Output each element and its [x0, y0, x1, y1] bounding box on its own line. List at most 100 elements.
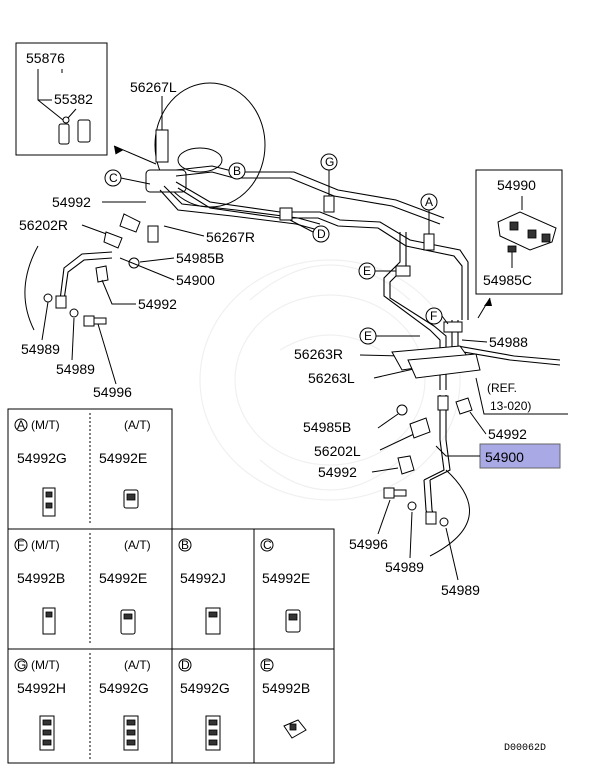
hose-clip-left [95, 265, 109, 283]
letter-marker-F[interactable]: F [425, 307, 443, 325]
callout-56267L[interactable]: 56267L [130, 79, 177, 95]
washer-icon [407, 501, 417, 511]
hose-end-fitting [55, 295, 67, 309]
banjo-bolt-washer [128, 257, 140, 269]
washer-icon [439, 517, 449, 527]
callout-54992-right-top[interactable]: 54992 [488, 426, 527, 442]
hose-end-fitting [437, 395, 449, 411]
left-backing-plate [24, 245, 39, 331]
brake-booster [145, 82, 266, 208]
table-letter-G: G [17, 658, 26, 672]
clip-icon [42, 607, 136, 635]
svg-text:E: E [364, 329, 372, 343]
callout-54989-right-a[interactable]: 54989 [385, 559, 424, 575]
table-letter-D: D [181, 658, 190, 672]
callout-54985C[interactable]: 54985C [483, 272, 532, 288]
callout-54996-right[interactable]: 54996 [349, 536, 388, 552]
letter-marker-D[interactable]: D [312, 225, 330, 243]
callout-54992-left-top[interactable]: 54992 [52, 194, 91, 210]
callout-54985B-right[interactable]: 54985B [303, 419, 351, 435]
callout-56202L[interactable]: 56202L [314, 443, 361, 459]
table-letter-B: B [181, 538, 189, 552]
brake-pipes [159, 165, 561, 481]
table-part-54992B[interactable]: 54992B [17, 570, 65, 586]
callout-54900-left[interactable]: 54900 [176, 272, 215, 288]
table-part-54992G[interactable]: 54992G [17, 450, 67, 466]
table-letter-circle [260, 538, 274, 552]
table-label-mt: (M/T) [31, 418, 60, 432]
svg-text:B: B [233, 164, 241, 178]
table-letter-circle [14, 418, 28, 432]
table-part-54992E[interactable]: 54992E [99, 450, 147, 466]
hose-end-fitting [425, 511, 437, 525]
junction-block-icon [497, 211, 557, 251]
table-part-54992E[interactable]: 54992E [99, 570, 147, 586]
inset-arrow [113, 145, 157, 165]
letter-marker-G[interactable]: G [320, 153, 338, 171]
screw-54985C-icon [507, 245, 517, 253]
callout-56263R[interactable]: 56263R [294, 346, 343, 362]
letter-marker-C[interactable]: C [104, 169, 122, 187]
right-hose-bracket [409, 417, 431, 439]
svg-text:F: F [430, 309, 437, 323]
hose-clip-right-lower [397, 455, 415, 475]
callout-54996-left[interactable]: 54996 [93, 384, 132, 400]
table-part-54992B-e[interactable]: 54992B [262, 680, 310, 696]
callout-54989-right-b[interactable]: 54989 [441, 582, 480, 598]
svg-text:G: G [325, 155, 334, 169]
detail-box-55876 [15, 42, 108, 156]
callout-56202R[interactable]: 56202R [19, 217, 68, 233]
bleeder-screw-icon [58, 116, 91, 145]
table-part-54992G-g[interactable]: 54992G [99, 680, 149, 696]
table-label-at: (A/T) [124, 538, 151, 552]
washer-icon [396, 404, 408, 416]
clip-icon [205, 715, 221, 751]
bolt-icon-right [383, 487, 407, 499]
table-part-54992H[interactable]: 54992H [17, 680, 66, 696]
table-letter-E: E [263, 658, 271, 672]
callout-56267R[interactable]: 56267R [206, 229, 255, 245]
table-letter-circle [178, 658, 192, 672]
callout-56263L[interactable]: 56263L [308, 370, 355, 386]
reference-note: (REF. [487, 381, 517, 395]
table-letter-A: A [17, 418, 25, 432]
table-label-mt: (M/T) [31, 538, 60, 552]
letter-marker-A[interactable]: A [420, 193, 438, 211]
callout-54992-right-mid[interactable]: 54992 [318, 464, 357, 480]
highlighted-part-54900[interactable] [479, 443, 561, 469]
table-letter-circle [14, 658, 28, 672]
letter-marker-E-upper[interactable]: E [358, 262, 376, 280]
callout-54989-left-b[interactable]: 54989 [56, 361, 95, 377]
clip-icon [205, 607, 221, 635]
left-flex-hose [63, 257, 113, 301]
hose-clip-right [455, 397, 473, 415]
left-hose-bracket [103, 213, 159, 249]
callout-55876[interactable]: 55876 [26, 50, 65, 66]
letter-marker-E-lower[interactable]: E [359, 327, 377, 345]
letter-marker-B[interactable]: B [228, 162, 246, 180]
callout-54900-right[interactable]: 54900 [485, 449, 524, 465]
callout-54985B-left[interactable]: 54985B [176, 250, 224, 266]
svg-text:E: E [363, 264, 371, 278]
table-label-mt: (M/T) [31, 658, 60, 672]
reference-note-page: 13-020) [490, 399, 531, 413]
table-part-54992G-d[interactable]: 54992G [180, 680, 230, 696]
callout-54990[interactable]: 54990 [497, 177, 536, 193]
callout-54989-left-a[interactable]: 54989 [21, 341, 60, 357]
table-part-54992J[interactable]: 54992J [180, 570, 226, 586]
table-part-54992E-c[interactable]: 54992E [262, 570, 310, 586]
table-letter-F: F [17, 538, 24, 552]
table-letter-circle [14, 538, 28, 552]
clip-icon [39, 715, 139, 751]
table-label-at: (A/T) [124, 418, 151, 432]
table-letter-C: C [263, 538, 272, 552]
svg-text:D: D [317, 227, 326, 241]
callout-55382[interactable]: 55382 [54, 91, 93, 107]
callout-54988[interactable]: 54988 [489, 334, 528, 350]
diagram-code: D00062D [504, 743, 546, 754]
callout-54992-left-mid[interactable]: 54992 [138, 296, 177, 312]
right-backing-plate [429, 469, 470, 557]
table-letter-circle [178, 538, 192, 552]
crossmember-bracket [391, 345, 481, 379]
